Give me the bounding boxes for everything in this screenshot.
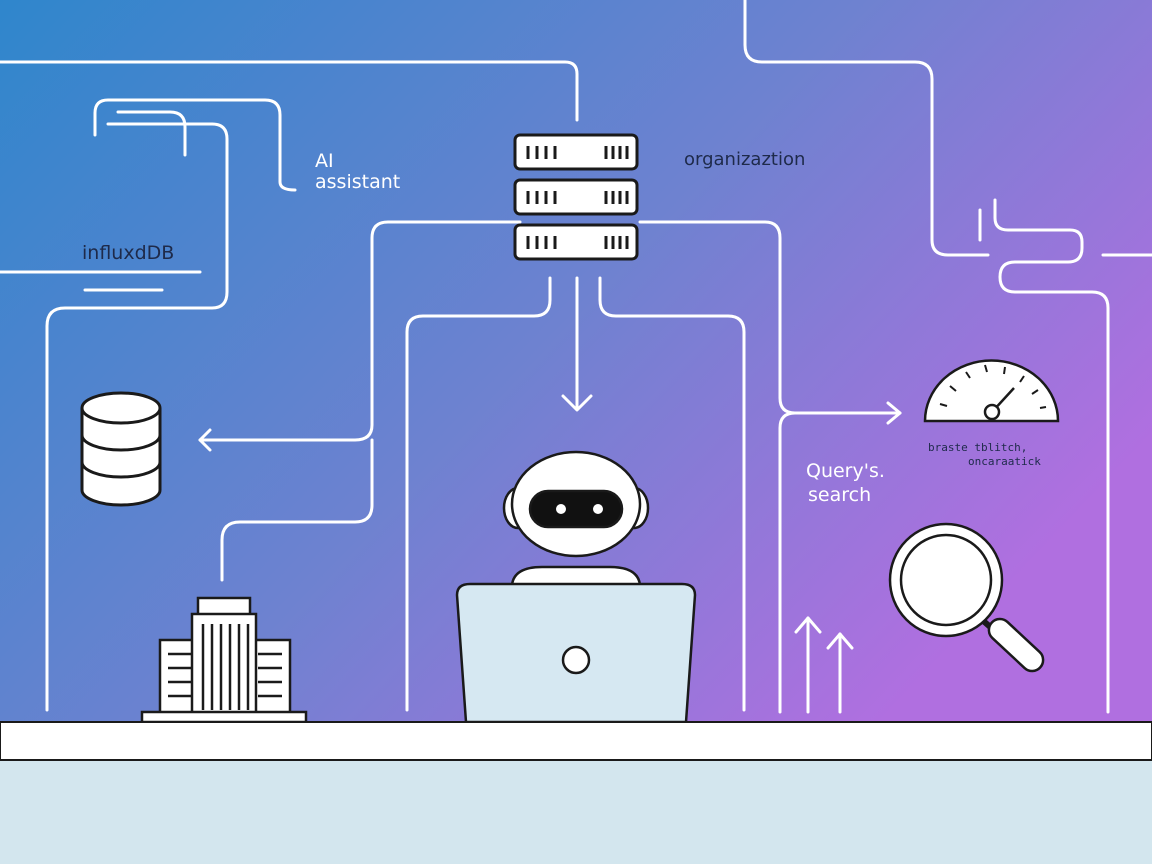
server-rack-icon (513, 133, 639, 261)
influxdb-label: influxdDB (82, 242, 175, 264)
gauge-caption-line1: braste tblitch, (928, 441, 1028, 454)
building-icon (140, 596, 308, 724)
desk-front (0, 761, 1152, 864)
laptop-icon (455, 582, 697, 724)
gauge-caption-line2: oncaraatick (968, 455, 1041, 468)
desk-top (0, 721, 1152, 761)
database-icon (80, 391, 162, 507)
ai-assistant-label-line2: assistant (315, 171, 401, 193)
gauge-icon (923, 359, 1060, 423)
organization-label: organizaztion (684, 149, 806, 170)
robot-icon (502, 450, 650, 587)
query-label-line1: Query's. (806, 460, 885, 482)
query-label-line2: search (808, 484, 872, 506)
magnifier-icon (888, 522, 1045, 673)
connector-lines (0, 0, 1152, 712)
ai-assistant-label-line1: AI (315, 150, 334, 172)
